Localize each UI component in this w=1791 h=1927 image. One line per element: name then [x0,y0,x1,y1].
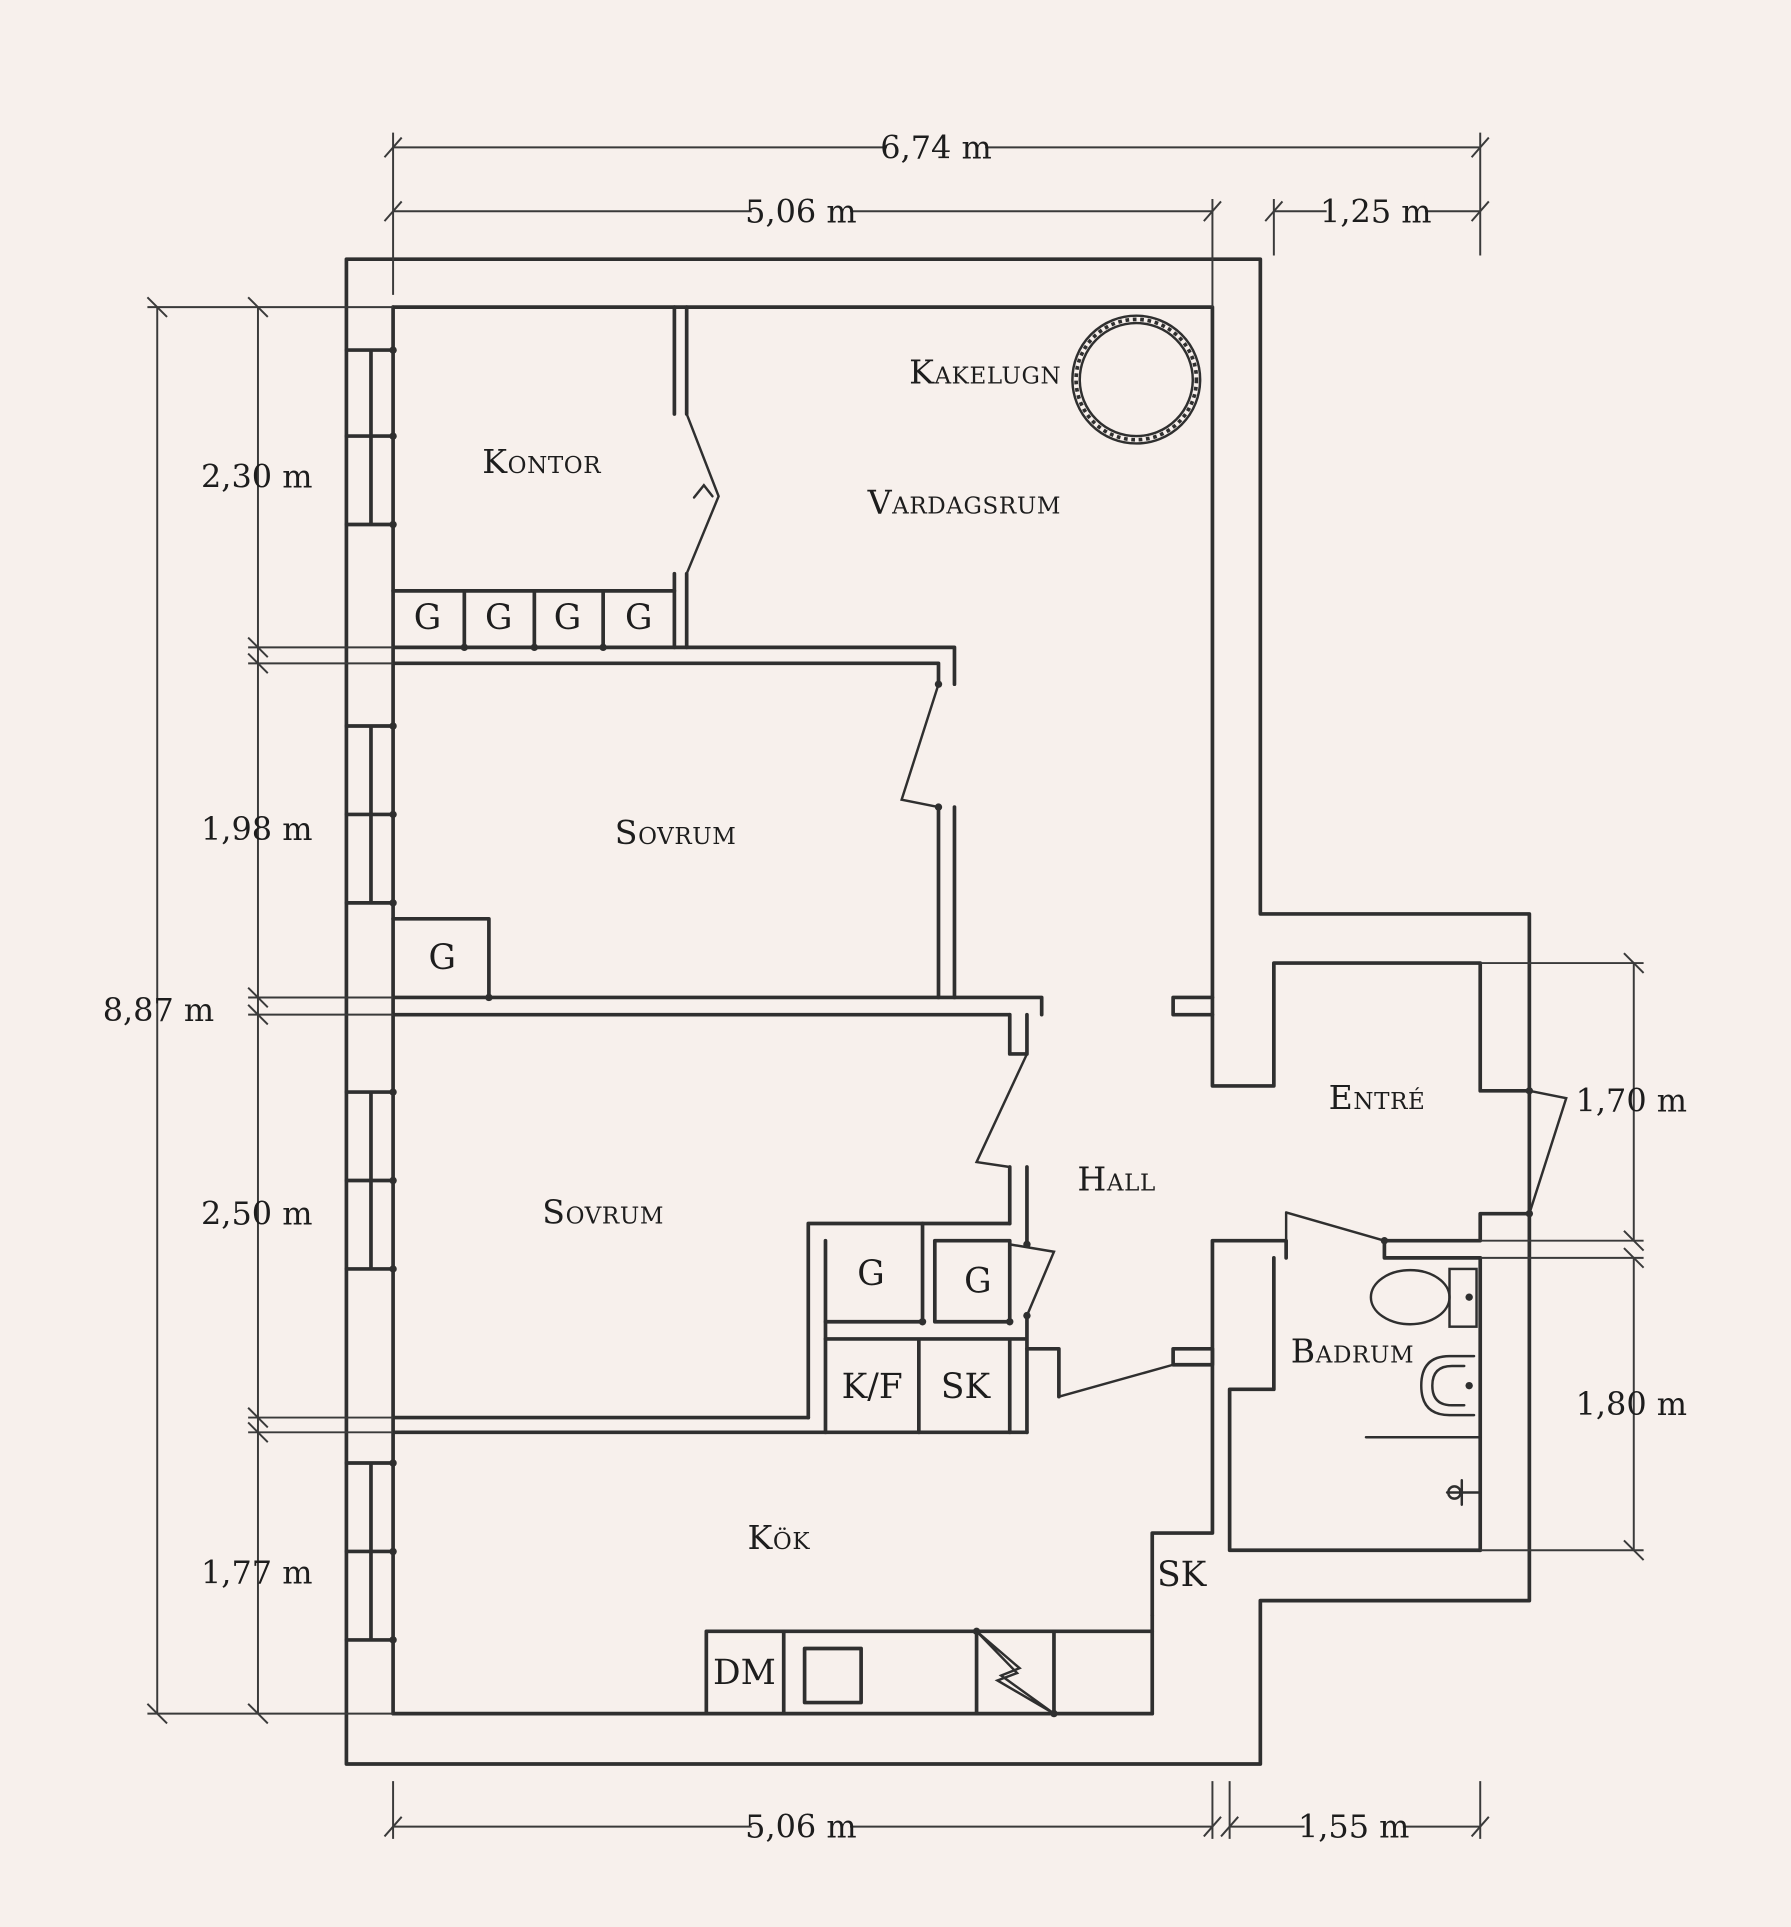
kf-label: K/F [842,1367,903,1407]
room-label-vardagsrum: Vardagsrum [867,482,1061,521]
interior-walls [391,305,1568,1716]
dimension-labels: 6,74 m 5,06 m 1,25 m 2,30 m 1,98 m 2,50 … [103,128,1687,1845]
wardrobe-label: G [857,1254,884,1294]
wardrobe-label: G [485,598,512,638]
dim-left-3: 2,50 m [201,1195,313,1233]
windows [344,348,395,1642]
wardrobes [391,589,677,1000]
dim-top-total: 6,74 m [880,128,992,166]
fixture-labels: G G G G G G G K/F SK SK DM [414,598,1208,1693]
wardrobe-label: G [554,598,581,638]
room-label-badrum: Badrum [1291,1331,1414,1370]
bathroom-fixtures [1364,1267,1482,1507]
room-label-kakelugn: Kakelugn [909,352,1061,391]
dim-left-1: 2,30 m [201,458,313,496]
dim-bottom-right: 1,55 m [1298,1808,1409,1846]
room-label-hall: Hall [1077,1159,1156,1198]
room-labels: Kontor Kakelugn Vardagsrum Sovrum Sovrum… [482,352,1425,1557]
dim-right-badrum: 1,80 m [1576,1385,1687,1423]
kakelugn-stove [1071,314,1202,445]
sk-label: SK [1157,1555,1208,1595]
shower-head-icon [1445,1478,1482,1507]
room-label-kok: Kök [747,1518,810,1557]
wardrobe-label: G [414,598,441,638]
exterior-walls [344,257,1532,1766]
room-label-entre: Entré [1329,1078,1426,1117]
wall-junctions [389,346,1534,1718]
sink-icon [1420,1354,1476,1417]
dim-left-total: 8,87 m [103,991,215,1029]
dim-top-main: 5,06 m [745,192,857,230]
wardrobe-label: G [428,938,455,978]
dim-bottom-main: 5,06 m [745,1808,857,1846]
dim-left-4: 1,77 m [201,1553,313,1591]
sk-label: SK [941,1367,992,1407]
room-label-sovrum-2: Sovrum [542,1192,664,1231]
dim-left-2: 1,98 m [201,810,313,848]
toilet-icon [1369,1267,1478,1328]
wardrobe-label: G [964,1261,991,1301]
room-label-kontor: Kontor [482,442,601,481]
wardrobe-label: G [625,598,652,638]
room-label-sovrum-1: Sovrum [615,813,737,852]
dm-label: DM [713,1653,776,1693]
dim-top-right: 1,25 m [1320,192,1431,230]
dim-right-entre: 1,70 m [1576,1082,1687,1120]
